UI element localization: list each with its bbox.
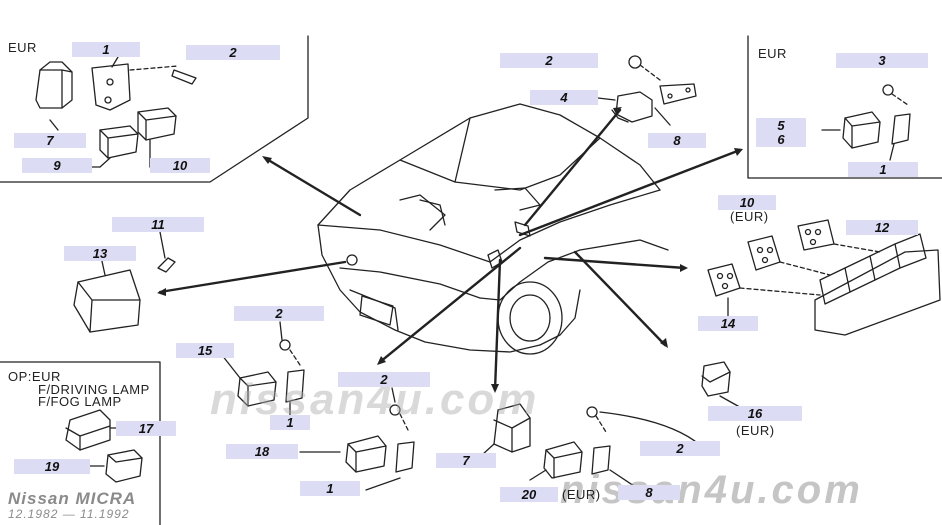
- footer-brand: Nissan MICRA: [8, 489, 137, 508]
- watermark-bottom-right: nissan4u.com: [560, 468, 863, 512]
- pointer-arrows: [158, 108, 742, 392]
- frame-top-left: [0, 35, 309, 183]
- callout-10-right[interactable]: 10: [718, 195, 776, 210]
- callout-5-top-right[interactable]: 5: [756, 118, 806, 133]
- callout-1-top-right[interactable]: 1: [848, 162, 918, 177]
- callout-1-center-left[interactable]: 1: [270, 415, 310, 430]
- note-eur-10: (EUR): [730, 209, 769, 224]
- callout-2-top-center[interactable]: 2: [500, 53, 598, 68]
- car-outline: [317, 103, 669, 355]
- callout-16[interactable]: 16: [708, 406, 802, 421]
- relay-block-right: [707, 219, 941, 336]
- callout-2-center[interactable]: 2: [338, 372, 430, 387]
- note-eur-20: (EUR): [562, 487, 601, 502]
- frame-bottom-left: [0, 361, 161, 525]
- callout-17[interactable]: 17: [116, 421, 176, 436]
- callout-4-top-center[interactable]: 4: [530, 90, 598, 105]
- relay-7-group: [481, 403, 531, 456]
- callout-13[interactable]: 13: [64, 246, 136, 261]
- relay-group-top-center: [597, 55, 697, 126]
- callout-10-top-left[interactable]: 10: [150, 158, 210, 173]
- callout-2-bottom-right[interactable]: 2: [640, 441, 720, 456]
- flasher-unit-left: [73, 231, 176, 333]
- callout-3-top-right[interactable]: 3: [836, 53, 928, 68]
- callout-2-top-left[interactable]: 2: [186, 45, 280, 60]
- callout-9-top-left[interactable]: 9: [22, 158, 92, 173]
- callout-11[interactable]: 11: [112, 217, 204, 232]
- callout-1-center[interactable]: 1: [300, 481, 360, 496]
- callout-14-right[interactable]: 14: [698, 316, 758, 331]
- region-label-eur-top-left: EUR: [8, 40, 37, 55]
- relay-group-top-left: [35, 56, 197, 168]
- callout-20[interactable]: 20: [500, 487, 558, 502]
- callout-1-top-left[interactable]: 1: [72, 42, 140, 57]
- frame-top-right: [747, 35, 942, 179]
- option-label-line3: F/FOG LAMP: [38, 394, 122, 409]
- option-label-line2: F/DRIVING LAMP: [38, 382, 150, 397]
- callout-18[interactable]: 18: [226, 444, 298, 459]
- relay-group-top-right: [821, 84, 911, 161]
- callout-7-top-left[interactable]: 7: [14, 133, 86, 148]
- callout-6-top-right[interactable]: 6: [756, 132, 806, 147]
- callout-8-bottom-right[interactable]: 8: [618, 485, 680, 500]
- callout-8-top-center[interactable]: 8: [648, 133, 706, 148]
- callout-7-center[interactable]: 7: [436, 453, 496, 468]
- footer-dates: 12.1982 — 11.1992: [8, 507, 130, 521]
- relay-18-group: [299, 387, 415, 491]
- callout-12-right[interactable]: 12: [846, 220, 918, 235]
- option-label-line1: OP:EUR: [8, 369, 61, 384]
- callout-2-center-left[interactable]: 2: [234, 306, 324, 321]
- callout-15[interactable]: 15: [176, 343, 234, 358]
- note-eur-16: (EUR): [736, 423, 775, 438]
- region-label-eur-top-right: EUR: [758, 46, 787, 61]
- relay-20-group: [529, 361, 746, 491]
- callout-19[interactable]: 19: [14, 459, 90, 474]
